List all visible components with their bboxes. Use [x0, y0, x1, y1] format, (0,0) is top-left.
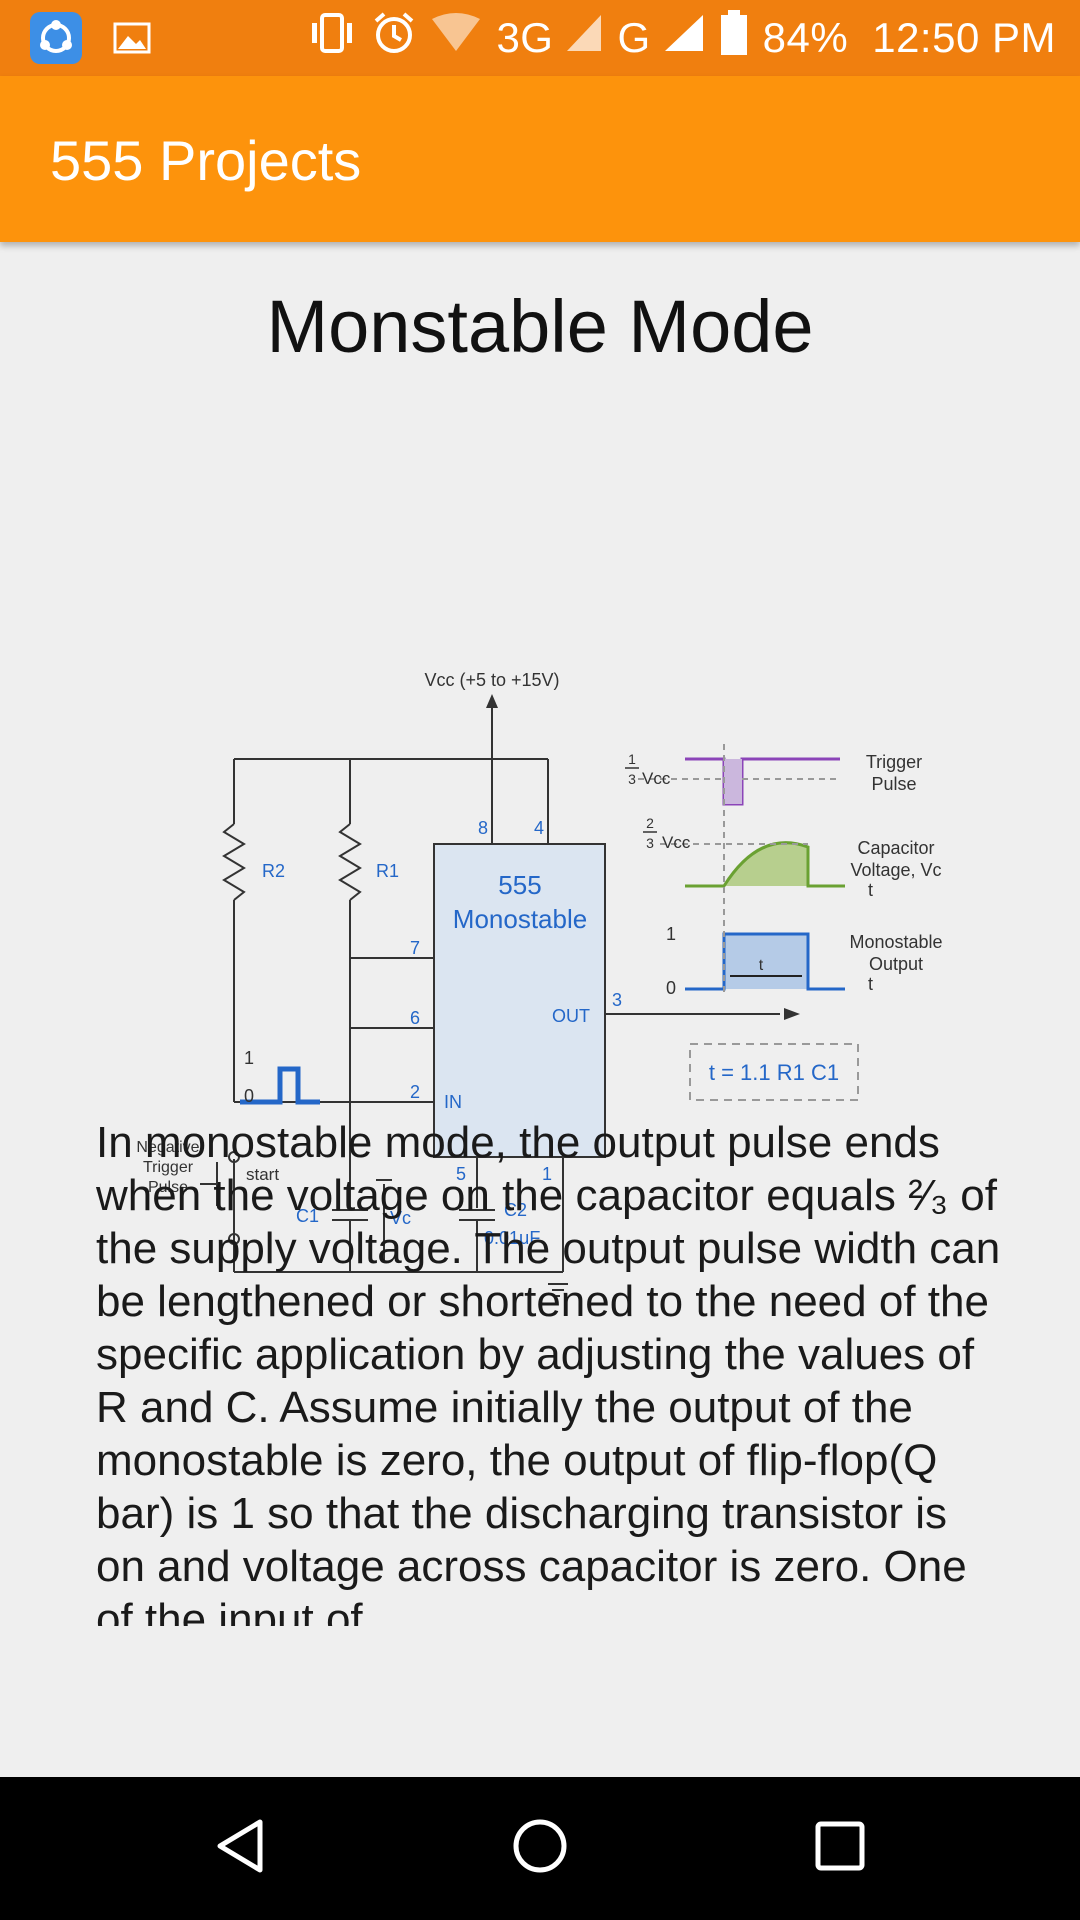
status-bar: 3G G 84% 12:50 PM [0, 0, 1080, 76]
capacitor-voltage-label: Capacitor [857, 838, 934, 858]
pin-2: 2 [410, 1082, 420, 1102]
one-third-fraction: 1 [628, 751, 636, 767]
pin-5: 5 [456, 1164, 466, 1184]
battery-icon [719, 10, 749, 66]
battery-percent: 84% [762, 14, 849, 61]
pin-8: 8 [478, 818, 488, 838]
navigation-bar [0, 1777, 1080, 1920]
monostable-circuit-diagram: Vcc (+5 to +15V) R2 R1 555 Monostable 8 … [136, 670, 943, 1297]
trigger-pulse-label: Trigger [866, 752, 922, 772]
capacitor-voltage-label: Voltage, Vc [850, 860, 941, 880]
formula-label: t = 1.1 R1 C1 [709, 1060, 839, 1085]
output-low-label: 0 [666, 978, 676, 998]
back-icon [212, 1816, 268, 1881]
negative-trigger-label: Negative [136, 1139, 199, 1156]
content-scroll-area[interactable]: Monstable Mode [0, 242, 1080, 1777]
home-button[interactable] [440, 1777, 640, 1920]
body-paragraph: In monostable mode, the output pulse end… [96, 1118, 1001, 1626]
recents-button[interactable] [740, 1777, 940, 1920]
network-3g-label: 3G [496, 14, 554, 61]
home-icon [510, 1816, 570, 1881]
app-title: 555 Projects [50, 129, 362, 192]
start-label: start [246, 1165, 279, 1184]
pulse-high-label: 1 [244, 1048, 254, 1068]
pin-4: 4 [534, 818, 544, 838]
in-label: IN [444, 1092, 462, 1112]
signal-icon [567, 13, 603, 63]
negative-trigger-label: Trigger [143, 1159, 194, 1176]
pin-7: 7 [410, 938, 420, 958]
trigger-pulse-label: Pulse [871, 774, 916, 794]
app-bar: 555 Projects [0, 76, 1080, 242]
vc-label: Vc [390, 1208, 411, 1228]
chip-label-555: 555 [498, 870, 541, 900]
two-thirds-vcc-label: Vcc [662, 833, 691, 852]
pulse-width-label: t [759, 957, 764, 974]
output-high-label: 1 [666, 924, 676, 944]
c1-label: C1 [296, 1206, 319, 1226]
out-label: OUT [552, 1006, 590, 1026]
shareit-icon [30, 12, 82, 69]
network-g-label: G [617, 14, 651, 61]
two-thirds-fraction: 2 [646, 815, 654, 831]
back-button[interactable] [140, 1777, 340, 1920]
time-axis-label: t [868, 974, 873, 994]
negative-trigger-label: Pulse [148, 1179, 188, 1196]
r1-label: R1 [376, 861, 399, 881]
two-thirds-fraction: 3 [646, 835, 654, 851]
one-third-vcc-label: Vcc [642, 769, 671, 788]
wifi-icon [430, 13, 482, 63]
pin-1: 1 [542, 1164, 552, 1184]
vcc-label: Vcc (+5 to +15V) [424, 670, 559, 690]
page-title: Monstable Mode [266, 285, 814, 368]
pulse-low-label: 0 [244, 1086, 254, 1106]
pin-3: 3 [612, 990, 622, 1010]
c2-value-label: 0.01μF [484, 1228, 540, 1248]
recents-icon [812, 1818, 868, 1879]
c2-label: C2 [504, 1200, 527, 1220]
vibrate-icon [306, 13, 358, 63]
one-third-fraction: 3 [628, 771, 636, 787]
clock: 12:50 PM [872, 14, 1056, 61]
pin-6: 6 [410, 1008, 420, 1028]
monostable-output-label: Monostable [849, 932, 942, 952]
time-axis-label: t [868, 880, 873, 900]
signal-icon [664, 13, 705, 63]
image-icon [112, 12, 152, 69]
alarm-icon [372, 11, 416, 65]
chip-label-monostable: Monostable [453, 904, 587, 934]
monostable-output-label: Output [869, 954, 923, 974]
r2-label: R2 [262, 861, 285, 881]
